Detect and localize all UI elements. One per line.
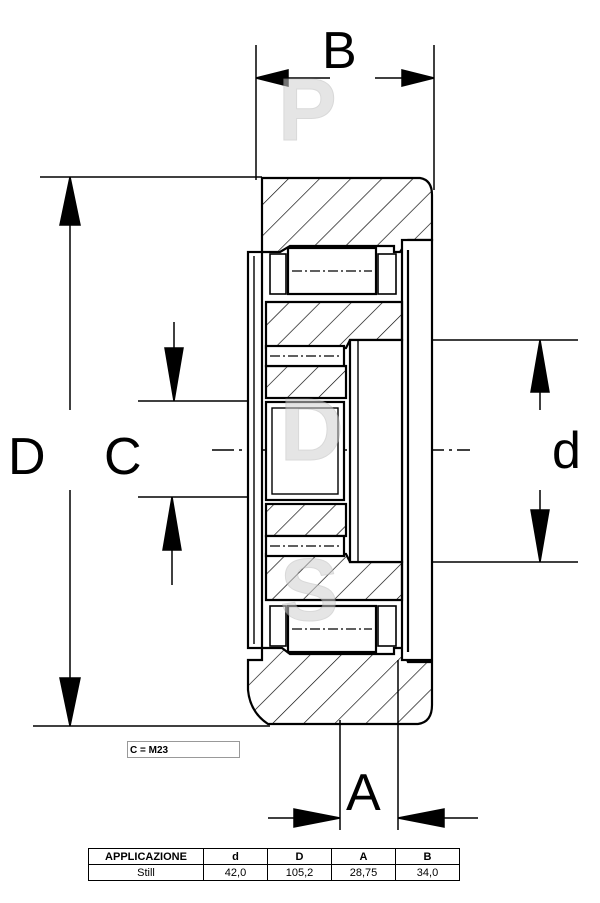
watermark-letter-s: S (280, 540, 339, 639)
watermark-letter-d: D (280, 380, 344, 479)
table-header: A (331, 848, 396, 865)
watermark-letter-p: P (278, 60, 337, 159)
table-header: D (267, 848, 332, 865)
dim-label-d-outer: D (8, 428, 46, 486)
outer-roller-bottom (286, 604, 378, 654)
dim-label-b: B (322, 22, 357, 80)
dimension-lines (33, 45, 578, 830)
table-cell: 34,0 (395, 864, 460, 881)
inner-roller-bottom (264, 534, 346, 558)
bearing-section (246, 176, 434, 726)
face-plate (246, 250, 264, 650)
spacer-bottom (264, 502, 348, 538)
dim-label-d-inner: d (552, 422, 581, 480)
dim-label-a: A (346, 764, 381, 822)
thread-note: C = M23 (127, 741, 240, 758)
table-header: d (203, 848, 268, 865)
table-cell: 42,0 (203, 864, 268, 881)
outer-ring-top (260, 176, 434, 254)
table-header: B (395, 848, 460, 865)
center-roller (264, 400, 346, 502)
table-row: Still 42,0 105,2 28,75 34,0 (88, 864, 460, 881)
watermark: P D S (278, 60, 345, 640)
table-cell: Still (88, 864, 204, 881)
table-header: APPLICAZIONE (88, 848, 204, 865)
seal-top (400, 238, 434, 662)
table-cell: 28,75 (331, 864, 396, 881)
table-header-row: APPLICAZIONE d D A B (88, 848, 460, 865)
dim-label-c: C (104, 428, 142, 486)
spec-table: APPLICAZIONE d D A B Still 42,0 105,2 28… (88, 848, 460, 881)
table-cell: 105,2 (267, 864, 332, 881)
inner-roller-top (264, 344, 346, 368)
